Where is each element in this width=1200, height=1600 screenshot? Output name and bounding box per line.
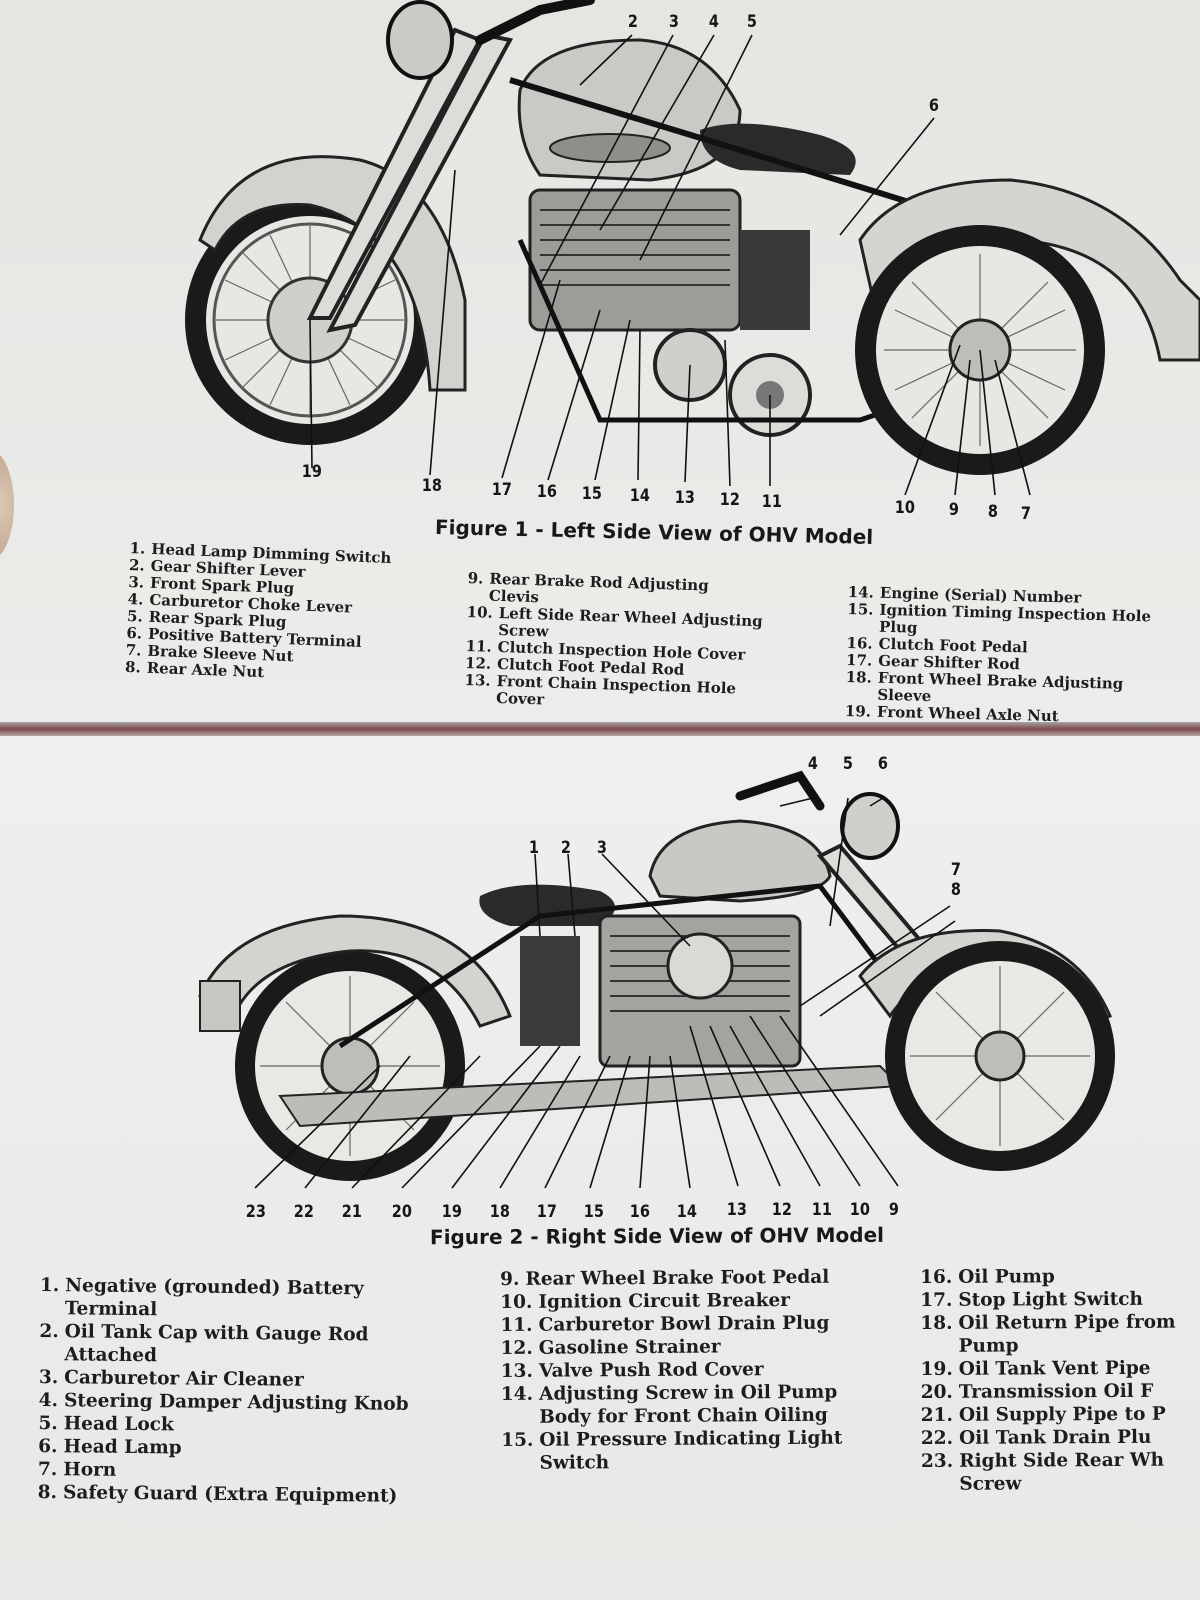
fig2-callout-13: 13 (726, 1200, 747, 1220)
legend-item: 22.Oil Tank Drain Plu (920, 1426, 1152, 1449)
figure1-motorcycle-illustration (180, 0, 1200, 500)
engine (598, 914, 802, 1068)
fig1-callout-15: 15 (581, 484, 602, 504)
fig1-callout-13: 13 (674, 488, 695, 508)
fig1-callout-2: 2 (627, 12, 638, 32)
fig1-callout-8: 8 (987, 502, 998, 522)
fig2-callout-22: 22 (293, 1202, 314, 1222)
fig2-callout-17: 17 (536, 1202, 557, 1222)
fig1-callout-6: 6 (928, 96, 939, 116)
figure2-legend-col3: 16.Oil Pump 17.Stop Light Switch 18.Oil … (920, 1265, 1176, 1496)
figure2-motorcycle-illustration (180, 766, 1180, 1206)
legend-item: 16.Oil Pump (920, 1266, 1055, 1288)
fig2-callout-18: 18 (489, 1202, 510, 1222)
legend-item: 1.Negative (grounded) Battery Terminal (39, 1275, 364, 1321)
fig2-callout-19: 19 (441, 1202, 462, 1222)
fig1-callout-5: 5 (746, 12, 757, 32)
legend-item: 20.Transmission Oil F (920, 1380, 1154, 1403)
headlamp (840, 792, 900, 860)
legend-item: 9.Rear Wheel Brake Foot Pedal (500, 1266, 830, 1290)
thumb-shadow (0, 450, 14, 560)
manual-page-top: 2 3 4 5 6 19 18 17 16 15 14 13 12 11 10 … (0, 0, 1200, 728)
legend-item: 23.Right Side Rear Wh Screw (920, 1449, 1165, 1495)
fig2-callout-9: 9 (888, 1200, 899, 1220)
fig1-callout-3: 3 (668, 12, 679, 32)
legend-item: 13.Valve Push Rod Cover (500, 1359, 764, 1382)
figure2-leader-lines (254, 797, 956, 1189)
legend-item: 10.Ignition Circuit Breaker (500, 1289, 791, 1313)
fig2-callout-4: 4 (807, 754, 818, 774)
headlamp (386, 0, 454, 80)
legend-item: 8.Safety Guard (Extra Equipment) (37, 1481, 398, 1507)
fig1-callout-19: 19 (301, 462, 322, 482)
rear-fender (198, 914, 512, 1029)
legend-item: 12.Gasoline Strainer (500, 1336, 721, 1359)
fuel-tank (648, 819, 832, 903)
legend-item: 2.Oil Tank Cap with Gauge Rod Attached (39, 1320, 369, 1367)
fig1-callout-16: 16 (536, 482, 557, 502)
figure2-caption: Figure 2 - Right Side View of OHV Model (429, 1222, 885, 1250)
fig2-callout-12: 12 (771, 1200, 792, 1220)
front-fork (306, 27, 514, 333)
legend-item: 14.Adjusting Screw in Oil Pump Body for … (500, 1381, 838, 1428)
air-cleaner (666, 932, 734, 1000)
fig2-callout-1: 1 (528, 838, 539, 858)
figure2-legend-col1: 1.Negative (grounded) Battery Terminal 2… (38, 1274, 410, 1508)
figure2-legend-col2: 9.Rear Wheel Brake Foot Pedal 10.Ignitio… (500, 1266, 843, 1475)
fig2-callout-10: 10 (849, 1200, 870, 1220)
fig2-callout-6: 6 (877, 754, 888, 774)
legend-item: 11.Carburetor Bowl Drain Plug (500, 1312, 830, 1336)
fig1-callout-7: 7 (1020, 504, 1031, 524)
fig1-callout-14: 14 (629, 486, 650, 506)
figure1-caption: Figure 1 - Left Side View of OHV Model (434, 515, 874, 549)
fig1-callout-9: 9 (948, 500, 959, 520)
figure1-legend-col3: 14.Engine (Serial) Number 15.Ignition Ti… (845, 583, 1152, 727)
fig2-callout-23: 23 (245, 1202, 266, 1222)
seat (479, 884, 615, 926)
fig1-callout-17: 17 (491, 480, 512, 500)
fig2-callout-3: 3 (596, 838, 607, 858)
fig2-callout-20: 20 (391, 1202, 412, 1222)
fig2-callout-21: 21 (341, 1202, 362, 1222)
fig2-callout-5: 5 (842, 754, 853, 774)
engine (528, 188, 812, 437)
legend-item: 18.Oil Return Pipe from Pump (920, 1311, 1176, 1357)
fig1-callout-10: 10 (894, 498, 915, 518)
fig2-callout-8: 8 (950, 880, 961, 900)
legend-item: 13.Front Chain Inspection Hole Cover (464, 670, 737, 709)
figure1-legend-col2: 9.Rear Brake Rod Adjusting Clevis 10.Lef… (464, 569, 764, 715)
seat (700, 123, 856, 175)
fig1-callout-12: 12 (719, 490, 740, 510)
figure1-svg (185, 0, 1200, 496)
figure2-svg (198, 770, 1115, 1189)
legend-item: 21.Oil Supply Pipe to P (920, 1403, 1166, 1426)
fig2-callout-2: 2 (560, 838, 571, 858)
fig1-callout-4: 4 (708, 12, 719, 32)
fig2-callout-16: 16 (629, 1202, 650, 1222)
fig2-callout-14: 14 (676, 1202, 697, 1222)
legend-item: 15.Oil Pressure Indicating Light Switch (501, 1427, 843, 1474)
legend-item: 17.Stop Light Switch (920, 1288, 1144, 1311)
legend-item: 19.Oil Tank Vent Pipe (920, 1357, 1151, 1380)
fig2-callout-7: 7 (950, 860, 961, 880)
fig2-callout-11: 11 (811, 1200, 832, 1220)
oil-tank (520, 936, 580, 1046)
figure1-legend-col1: 1.Head Lamp Dimming Switch 2.Gear Shifte… (125, 539, 392, 686)
fig1-callout-11: 11 (761, 492, 782, 512)
fig1-callout-18: 18 (421, 476, 442, 496)
front-wheel (885, 941, 1115, 1171)
fig2-callout-15: 15 (583, 1202, 604, 1222)
book-binding-edge (0, 722, 1200, 738)
figure1-leader-lines (309, 34, 1031, 496)
manual-page-bottom: 4 5 6 1 2 3 7 8 23 22 21 20 19 18 17 15 … (0, 736, 1200, 1600)
